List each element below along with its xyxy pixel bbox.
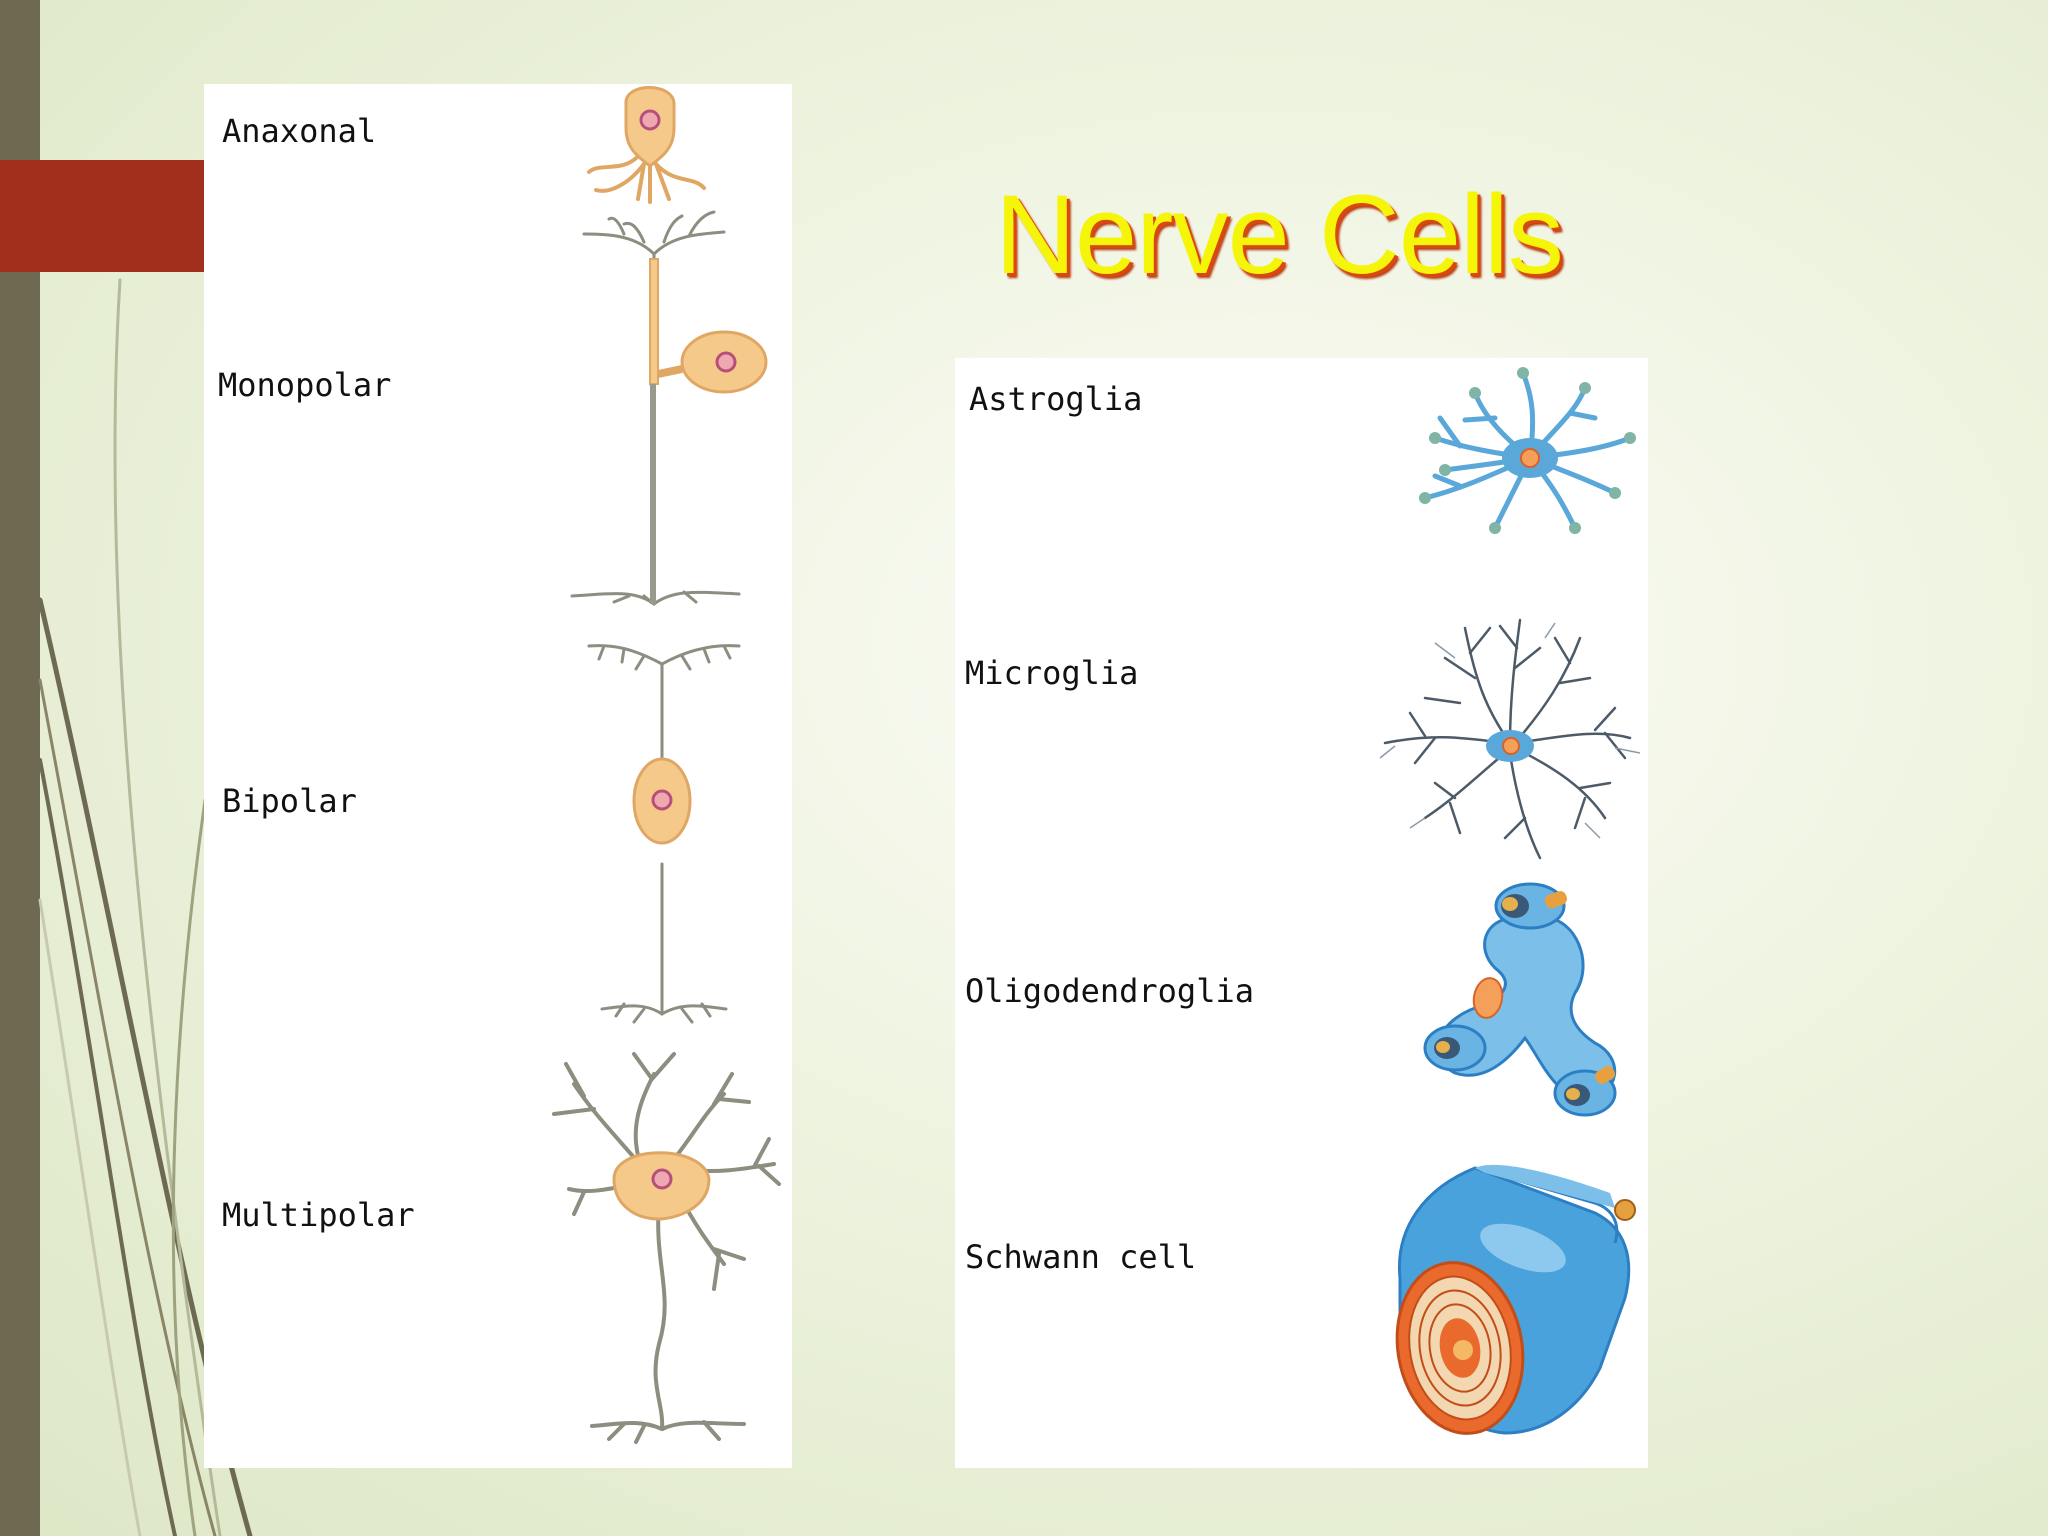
- bipolar-neuron-icon: [587, 644, 741, 1024]
- red-accent-block: [0, 160, 206, 272]
- slide-title: Nerve Cells: [995, 172, 1564, 297]
- astroglia-cell-icon: [1419, 367, 1636, 534]
- glia-label-oligodendroglia: Oligodendroglia: [965, 972, 1254, 1010]
- neuron-label-monopolar: Monopolar: [218, 366, 392, 404]
- anaxonal-neuron-icon: [587, 86, 706, 204]
- neuron-label-anaxonal: Anaxonal: [222, 112, 377, 150]
- neuron-label-bipolar: Bipolar: [222, 782, 357, 820]
- neuron-label-multipolar: Multipolar: [222, 1196, 415, 1234]
- glia-label-microglia: Microglia: [965, 654, 1139, 692]
- monopolar-neuron-icon: [570, 210, 768, 606]
- multipolar-neuron-icon: [552, 1052, 781, 1444]
- glia-label-astroglia: Astroglia: [969, 380, 1143, 418]
- glia-label-schwann-cell: Schwann cell: [965, 1238, 1197, 1276]
- microglia-cell-icon: [1379, 618, 1641, 860]
- neuron-types-panel: Anaxonal Monopolar Bipolar Multipolar: [204, 84, 792, 1468]
- oligodendroglia-cell-icon: [1423, 882, 1617, 1117]
- glia-types-panel: Astroglia Microglia Oligodendroglia Schw…: [955, 358, 1648, 1468]
- schwann-cell-icon: [1395, 1164, 1636, 1435]
- neuron-illustrations: [552, 86, 781, 1444]
- glia-illustrations: [1379, 367, 1641, 1435]
